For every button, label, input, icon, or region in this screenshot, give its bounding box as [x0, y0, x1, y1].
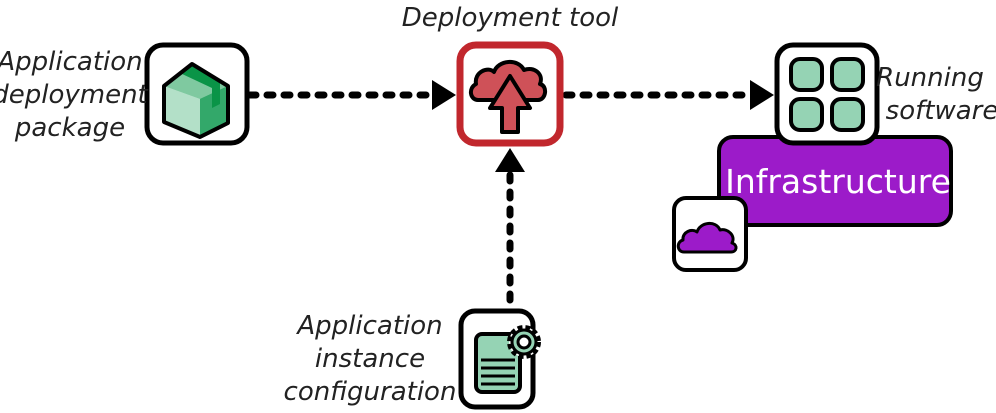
cloud-upload-icon — [469, 60, 547, 134]
label-line: Application — [295, 311, 442, 341]
arrowhead-icon — [750, 80, 774, 110]
label-line: software — [886, 96, 996, 126]
label-deployment-tool: Deployment tool — [402, 3, 619, 33]
node-deployment-tool[interactable] — [456, 41, 564, 147]
node-infrastructure[interactable]: Infrastructure — [717, 135, 953, 227]
gear-icon — [507, 325, 541, 359]
label-infrastructure: Infrastructure — [725, 162, 951, 201]
label-line: Running — [876, 63, 984, 93]
edge-tool-to-running-software — [562, 80, 774, 110]
label-line: Application — [0, 47, 143, 77]
node-infrastructure-cloud[interactable] — [672, 196, 748, 272]
edge-config-to-tool — [495, 148, 525, 304]
edge-package-to-tool — [246, 80, 456, 110]
label-line: configuration — [284, 377, 457, 407]
label-running-software: Running software — [876, 63, 996, 126]
label-instance-config: Application instance configuration — [284, 311, 457, 407]
node-package[interactable] — [144, 42, 250, 146]
label-line: package — [14, 113, 125, 143]
node-running-software[interactable] — [774, 42, 880, 146]
cloud-icon — [676, 222, 738, 254]
arrowhead-icon — [432, 80, 456, 110]
node-instance-config[interactable] — [458, 308, 541, 410]
arrowhead-icon — [495, 148, 525, 172]
config-document-gear-icon — [474, 325, 541, 394]
app-grid-icon — [789, 57, 865, 132]
label-package: Application deployment package — [0, 47, 149, 143]
label-line: deployment — [0, 80, 149, 110]
label-line: instance — [315, 344, 425, 374]
package-box-icon — [162, 62, 230, 139]
